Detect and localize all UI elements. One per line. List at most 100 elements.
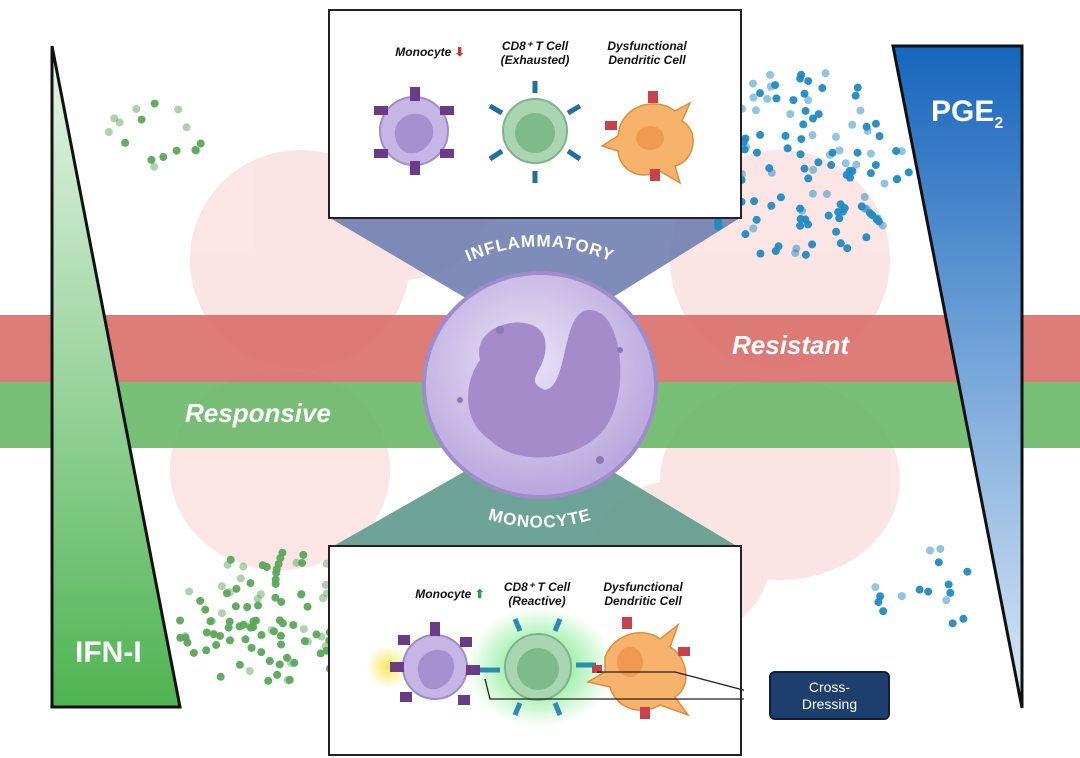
- pge-dot: [789, 96, 798, 105]
- pge-dot: [871, 119, 880, 128]
- ifn-dot: [212, 640, 221, 649]
- pge-dot: [766, 70, 775, 79]
- pge-dot: [797, 135, 806, 144]
- pge-dot: [840, 204, 849, 213]
- ifn-dot: [267, 626, 276, 635]
- pge-dot: [751, 106, 760, 115]
- pge-dot: [824, 211, 833, 220]
- pge-dot: [713, 217, 722, 226]
- top-dendritic-cell: [600, 91, 694, 185]
- bottom-dendritic-label: Dysfunctional Dendritic Cell: [603, 580, 683, 608]
- pge-dot: [963, 567, 972, 576]
- pge-dot: [797, 70, 806, 79]
- pge-dot: [801, 215, 810, 224]
- ifn-dot: [241, 635, 250, 644]
- pge-dot: [852, 160, 861, 169]
- ifn-dot: [137, 115, 146, 124]
- pge-dot: [776, 193, 785, 202]
- pge-dot: [948, 619, 957, 628]
- ifn-dot: [285, 675, 294, 684]
- pge-dot: [836, 239, 845, 248]
- pge-dot: [915, 585, 924, 594]
- pge-dot: [871, 583, 880, 592]
- pge-dot: [848, 167, 857, 176]
- pge-dot: [756, 130, 765, 139]
- pge2-label: PGE2: [931, 95, 1004, 132]
- ifn-dot: [277, 597, 286, 606]
- pge-dot: [897, 592, 906, 601]
- top-tcell: [488, 81, 582, 183]
- pge-dot: [756, 89, 765, 98]
- pge-dot: [752, 215, 761, 224]
- ifn-dot: [246, 579, 255, 588]
- ifn-dot: [174, 105, 183, 114]
- pge-dot: [936, 544, 945, 553]
- pge-dot: [748, 79, 757, 88]
- pge-dot: [862, 233, 871, 242]
- ifn-dot: [185, 587, 194, 596]
- pge-dot: [866, 169, 875, 178]
- ifn-dot: [300, 637, 309, 646]
- pge-dot: [767, 201, 776, 210]
- pge-dot: [878, 221, 887, 230]
- ifn-dot: [256, 590, 265, 599]
- pge-dot: [822, 190, 831, 199]
- pge-dot: [846, 173, 855, 182]
- pge-dot: [752, 148, 761, 157]
- pge-dot: [860, 193, 869, 202]
- ifn-dot: [192, 146, 201, 155]
- pge-dot: [741, 230, 750, 239]
- ifn-dot: [299, 550, 308, 559]
- ifn-dot: [225, 636, 234, 645]
- ifn-dot: [181, 632, 190, 641]
- ifn-dot: [289, 620, 298, 629]
- pge-dot: [866, 149, 875, 158]
- pge-dot: [801, 106, 810, 115]
- pge-dot: [834, 208, 843, 217]
- pge-dot: [853, 148, 862, 157]
- ifn-dot: [278, 548, 287, 557]
- ifn-dot: [292, 558, 301, 567]
- ifn-dot: [115, 118, 124, 127]
- ifn-dot: [236, 574, 245, 583]
- pge-dot: [742, 143, 751, 152]
- down-arrow-icon: ⬇: [454, 45, 465, 59]
- top-monocyte-label: Monocyte ⬇: [395, 45, 465, 59]
- ifn-dot: [254, 601, 263, 610]
- pge-dot: [771, 81, 780, 90]
- ifn-dot: [226, 555, 235, 564]
- pge-dot: [774, 242, 783, 251]
- ifn-dot: [231, 602, 240, 611]
- ifn-dot: [202, 646, 211, 655]
- ifn-dot: [147, 155, 156, 164]
- ifn-dot: [243, 603, 252, 612]
- ifn-dot: [172, 146, 181, 155]
- pge-dot: [808, 189, 817, 198]
- ifn-dot: [217, 609, 226, 618]
- ifn-dot: [245, 667, 254, 676]
- pge-dot: [853, 83, 862, 92]
- ifn-dot: [202, 628, 211, 637]
- pge-dot: [897, 147, 906, 156]
- bottom-panel: Monocyte ⬆ CD8⁺ T Cell (Reactive) Dysfun…: [328, 545, 744, 756]
- pge-dot: [763, 94, 772, 103]
- bottom-monocyte-label: Monocyte ⬆: [415, 587, 485, 601]
- responsive-label: Responsive: [185, 398, 331, 428]
- pge-dot: [799, 120, 808, 129]
- ifn-dot: [208, 617, 217, 626]
- bottom-tcell-label: CD8⁺ T Cell (Reactive): [503, 580, 571, 608]
- pge-dot: [818, 84, 827, 93]
- ifn-dot: [159, 153, 168, 162]
- pge-dot: [781, 131, 790, 140]
- ifn-dot: [110, 114, 119, 123]
- ifn-dot: [217, 582, 226, 591]
- pge-dot: [814, 110, 823, 119]
- ifn-dot: [271, 575, 280, 584]
- pge-dot: [808, 114, 817, 123]
- pge-dot: [835, 146, 844, 155]
- pge-dot: [893, 174, 902, 183]
- central-monocyte: [422, 271, 658, 499]
- pge-dot: [791, 248, 800, 257]
- ifn-dot: [257, 631, 266, 640]
- ifn-dot: [182, 123, 191, 132]
